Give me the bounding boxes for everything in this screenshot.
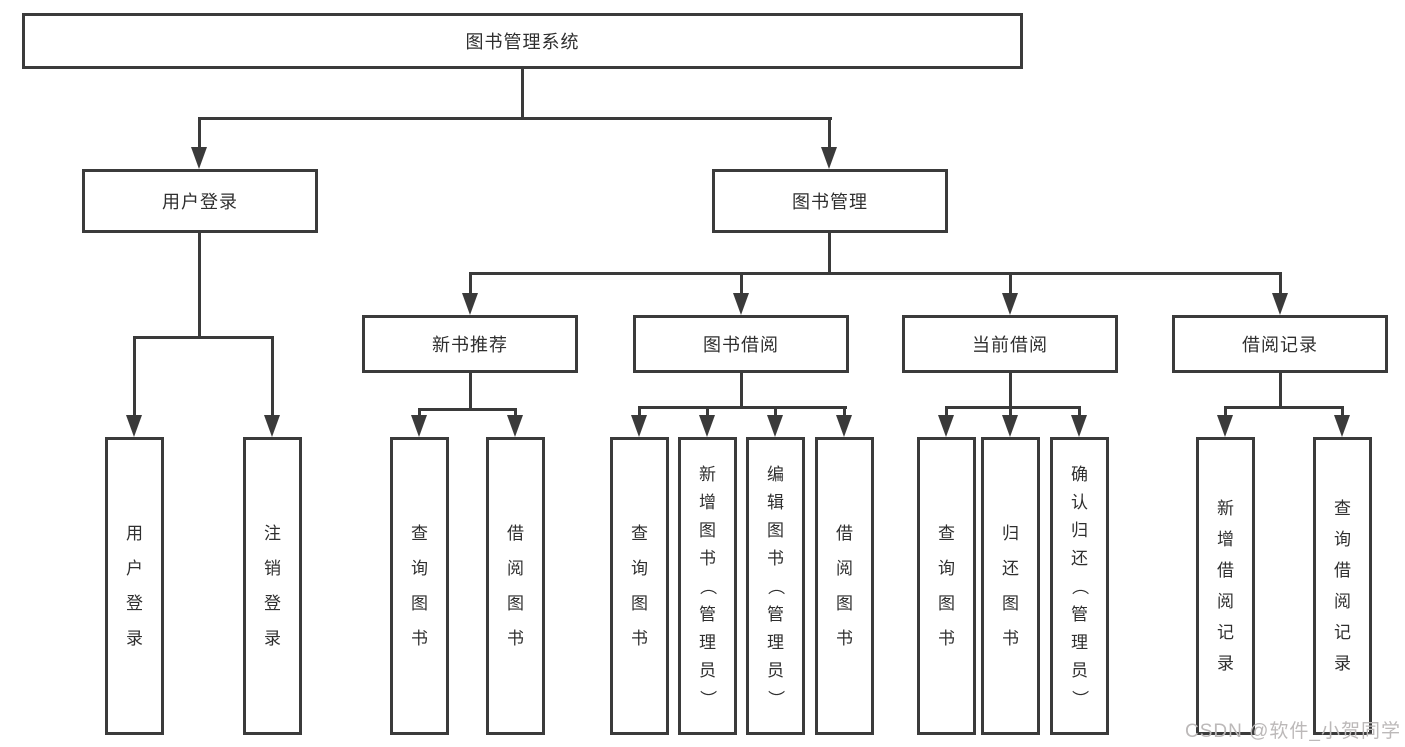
connector-stem	[1009, 272, 1012, 294]
arrow-to-leaf	[767, 415, 783, 437]
connector-stem	[706, 406, 709, 416]
node-label: 新书推荐	[432, 335, 508, 355]
connector-level1-rail	[198, 117, 832, 120]
node-label: 用户登录	[162, 192, 238, 212]
connector-stem	[843, 406, 846, 416]
connector-stem	[945, 406, 948, 416]
arrow-to-leaf	[507, 415, 523, 437]
leaf-query-borrow-record: 查询借阅记录	[1313, 437, 1372, 735]
leaf-borrow-books: 借阅图书	[815, 437, 874, 735]
arrow-to-book-mgmt	[821, 147, 837, 169]
node-label: 图书借阅	[703, 335, 779, 355]
watermark: CSDN @软件_小贺同学	[1185, 721, 1401, 742]
connector-stem	[638, 406, 641, 416]
leaf-query-books-current: 查询图书	[917, 437, 976, 735]
arrow-to-leaf	[836, 415, 852, 437]
leaf-add-borrow-record: 新增借阅记录	[1196, 437, 1255, 735]
arrow-to-borrow-records	[1272, 293, 1288, 315]
connector-stem	[469, 272, 472, 294]
connector-stem	[133, 336, 136, 417]
leaf-add-book-admin: 新增图书（管理员）	[678, 437, 737, 735]
connector-stem	[1009, 406, 1012, 416]
connector-level2-rail	[469, 272, 1281, 275]
node-label: 借阅记录	[1242, 335, 1318, 355]
connector-bb-drop	[740, 373, 743, 409]
node-label: 当前借阅	[972, 335, 1048, 355]
node-label: 图书管理	[792, 192, 868, 212]
connector-stem	[514, 408, 517, 418]
node-new-book-recommend: 新书推荐	[362, 315, 578, 373]
leaf-query-books-rec: 查询图书	[390, 437, 449, 735]
leaf-edit-book-admin: 编辑图书（管理员）	[746, 437, 805, 735]
arrow-to-leaf	[1002, 415, 1018, 437]
node-library-management-system: 图书管理系统	[22, 13, 1023, 69]
node-book-management: 图书管理	[712, 169, 948, 233]
connector-book-mgmt-stem	[828, 117, 831, 148]
arrow-to-leaf	[126, 415, 142, 437]
connector-stem	[1341, 406, 1344, 416]
node-borrow-records: 借阅记录	[1172, 315, 1388, 373]
arrow-to-leaf	[938, 415, 954, 437]
connector-nbr-rail	[418, 408, 517, 411]
leaf-logout: 注销登录	[243, 437, 302, 735]
connector-stem	[418, 408, 421, 418]
connector-stem	[774, 406, 777, 416]
connector-user-login-stem	[198, 117, 201, 148]
arrow-to-leaf	[264, 415, 280, 437]
arrow-to-user-login	[191, 147, 207, 169]
connector-stem	[271, 336, 274, 417]
connector-br-drop	[1279, 373, 1282, 409]
connector-book-mgmt-drop	[828, 233, 831, 275]
leaf-query-books-borrow: 查询图书	[610, 437, 669, 735]
connector-root-stem	[521, 69, 524, 117]
arrow-to-leaf	[411, 415, 427, 437]
leaf-return-book: 归还图书	[981, 437, 1040, 735]
node-book-borrow: 图书借阅	[633, 315, 849, 373]
arrow-to-leaf	[1217, 415, 1233, 437]
connector-nbr-drop	[469, 373, 472, 411]
arrow-to-leaf	[1071, 415, 1087, 437]
connector-cb-drop	[1009, 373, 1012, 409]
connector-stem	[1224, 406, 1227, 416]
connector-br-rail	[1224, 406, 1344, 409]
node-user-login: 用户登录	[82, 169, 318, 233]
arrow-to-leaf	[699, 415, 715, 437]
leaf-borrow-books-rec: 借阅图书	[486, 437, 545, 735]
connector-stem	[740, 272, 743, 294]
arrow-to-current-borrow	[1002, 293, 1018, 315]
connector-bb-rail	[638, 406, 847, 409]
arrow-to-book-borrow	[733, 293, 749, 315]
connector-stem	[1078, 406, 1081, 416]
connector-cb-rail	[945, 406, 1080, 409]
connector-user-login-drop	[198, 233, 201, 339]
leaf-user-login: 用户登录	[105, 437, 164, 735]
arrow-to-leaf	[631, 415, 647, 437]
connector-user-login-rail	[133, 336, 274, 339]
arrow-to-new-book-rec	[462, 293, 478, 315]
node-current-borrow: 当前借阅	[902, 315, 1118, 373]
connector-stem	[1279, 272, 1282, 294]
node-label: 图书管理系统	[465, 32, 580, 52]
leaf-confirm-return-admin: 确认归还（管理员）	[1050, 437, 1109, 735]
arrow-to-leaf	[1334, 415, 1350, 437]
